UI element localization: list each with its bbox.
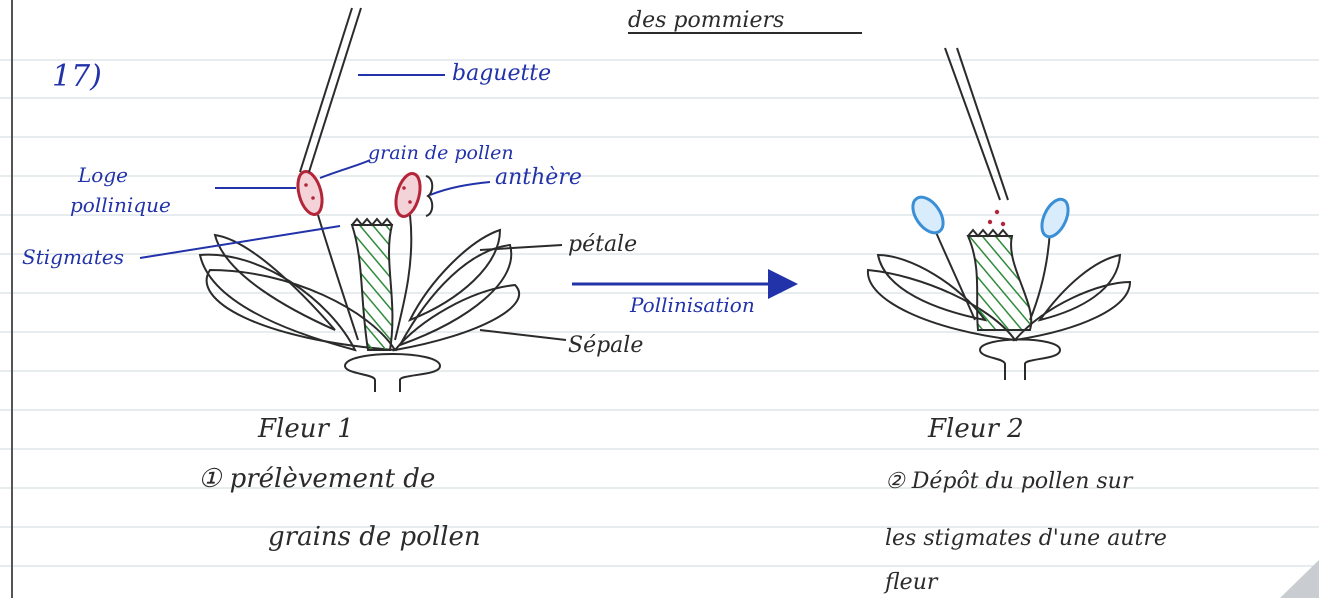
label-baguette: baguette [452, 61, 551, 86]
pollen-grain [408, 200, 412, 204]
baguette-rod [945, 48, 1000, 200]
anther-empty [907, 192, 950, 239]
pistil [352, 225, 392, 350]
anther-brace [426, 176, 432, 216]
anther-with-pollen [392, 171, 425, 219]
stamen-filament [1030, 230, 1050, 320]
pistil [968, 236, 1031, 330]
pollen-grain [304, 183, 308, 187]
petal [200, 255, 355, 350]
receptacle [345, 354, 440, 392]
label-stigmates: Stigmates [22, 245, 124, 269]
pollen-grain [311, 196, 315, 200]
label-anthere: anthère [495, 165, 582, 190]
label-loge-pollinique-line2: pollinique [70, 193, 171, 217]
pollination-arrow-group: Pollinisation [572, 284, 792, 317]
deposited-pollen [995, 210, 999, 214]
page-title: des pommiers [628, 8, 784, 33]
label-petale: pétale [568, 232, 637, 257]
receptacle [980, 340, 1060, 381]
stamen-filament [318, 215, 358, 340]
flower-1-title: Fleur 1 [257, 414, 354, 444]
flower-2-caption-line1: ② Dépôt du pollen sur [885, 469, 1134, 494]
label-grain-de-pollen: grain de pollen [368, 142, 514, 164]
question-number: 17) [52, 59, 102, 94]
flower-1-caption: Fleur 1 ① prélèvement de grains de polle… [198, 414, 481, 552]
baguette-rod [300, 8, 352, 172]
flower-2-caption-line2: les stigmates d'une autre [885, 526, 1167, 551]
stamen-filament [935, 230, 975, 320]
pollen-grain [402, 186, 406, 190]
baguette-rod [309, 8, 361, 172]
deposited-pollen [988, 220, 992, 224]
sepal [1015, 282, 1130, 340]
petal [878, 255, 985, 320]
flower-1-labels: baguette Loge pollinique grain de pollen… [22, 61, 643, 358]
label-pollinisation: Pollinisation [629, 293, 755, 317]
flower-1-caption-line2: grains de pollen [268, 522, 481, 552]
petal [215, 235, 335, 330]
flower-2-caption-line3: fleur [883, 570, 939, 595]
flower-2-caption: Fleur 2 ② Dépôt du pollen sur les stigma… [883, 414, 1167, 595]
anther-empty [1037, 195, 1074, 241]
label-sepale: Sépale [568, 333, 643, 358]
deposited-pollen [1001, 222, 1005, 226]
flower-1-caption-line1: ① prélèvement de [198, 464, 435, 494]
label-loge-pollinique-line1: Loge [77, 163, 128, 187]
flower-2-title: Fleur 2 [927, 414, 1024, 444]
baguette-rod [957, 48, 1008, 200]
